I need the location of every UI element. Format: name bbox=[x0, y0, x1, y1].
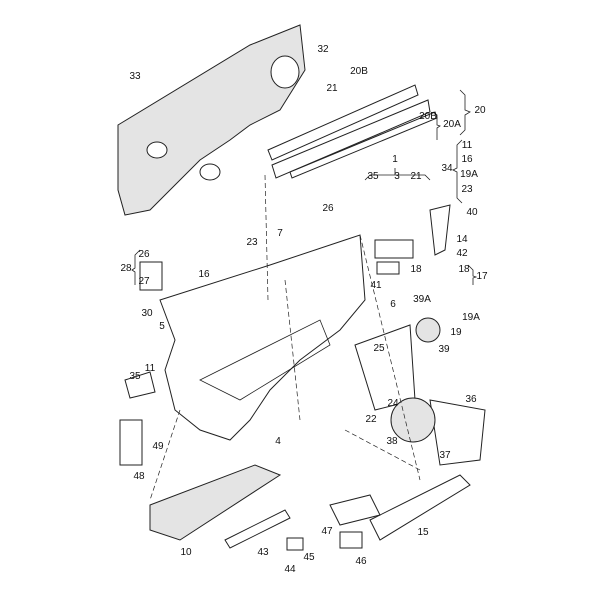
callout-label[interactable]: 3 bbox=[394, 171, 400, 182]
callout-label[interactable]: 35 bbox=[129, 371, 141, 382]
trim-43 bbox=[224, 509, 291, 549]
callout-label[interactable]: 27 bbox=[138, 276, 150, 287]
group-bracket-20 bbox=[459, 89, 471, 136]
callout-label[interactable]: 19 bbox=[450, 327, 462, 338]
callout-label[interactable]: 36 bbox=[465, 394, 477, 405]
callout-label[interactable]: 40 bbox=[466, 207, 478, 218]
switch-44 bbox=[286, 537, 304, 551]
callout-label[interactable]: 25 bbox=[373, 343, 385, 354]
callout-label[interactable]: 44 bbox=[284, 564, 296, 575]
callout-label[interactable]: 21 bbox=[326, 83, 338, 94]
callout-label[interactable]: 32 bbox=[317, 44, 329, 55]
callout-label[interactable]: 18 bbox=[458, 264, 470, 275]
callout-label[interactable]: 48 bbox=[133, 471, 145, 482]
speaker-grille-36 bbox=[429, 399, 486, 466]
callout-label[interactable]: 49 bbox=[152, 441, 164, 452]
window-trim-strip-20 bbox=[267, 84, 419, 161]
callout-label[interactable]: 14 bbox=[456, 234, 468, 245]
callout-label[interactable]: 20B bbox=[350, 66, 368, 77]
clip-35 bbox=[124, 371, 156, 399]
callout-label[interactable]: 24 bbox=[387, 398, 399, 409]
bracket-27 bbox=[139, 261, 163, 291]
group-bracket-17 bbox=[467, 264, 478, 285]
callout-label[interactable]: 17 bbox=[476, 271, 488, 282]
switch-unit-3 bbox=[374, 239, 414, 259]
callout-label[interactable]: 28 bbox=[120, 263, 132, 274]
group-bracket-1 bbox=[364, 168, 431, 181]
panel-hole bbox=[199, 163, 221, 181]
callout-label[interactable]: 7 bbox=[277, 228, 283, 239]
callout-label[interactable]: 46 bbox=[355, 556, 367, 567]
callout-label[interactable]: 1 bbox=[392, 154, 398, 165]
callout-label[interactable]: 16 bbox=[198, 269, 210, 280]
callout-label[interactable]: 19A bbox=[460, 169, 478, 180]
callout-label[interactable]: 6 bbox=[390, 299, 396, 310]
callout-label[interactable]: 26 bbox=[138, 249, 150, 260]
door-handle-48 bbox=[119, 419, 143, 466]
window-trim-strip-20a bbox=[271, 99, 431, 179]
trim-panel-recess bbox=[199, 319, 331, 401]
callout-label[interactable]: 20A bbox=[443, 119, 461, 130]
callout-label[interactable]: 26 bbox=[322, 203, 334, 214]
callout-label[interactable]: 10 bbox=[180, 547, 192, 558]
callout-label[interactable]: 18 bbox=[410, 264, 422, 275]
panel-hole bbox=[146, 141, 168, 159]
callout-label[interactable]: 11 bbox=[144, 363, 156, 374]
callout-label[interactable]: 23 bbox=[461, 184, 473, 195]
panel-hole bbox=[270, 55, 300, 89]
callout-label[interactable]: 38 bbox=[386, 436, 398, 447]
callout-label[interactable]: 47 bbox=[321, 526, 333, 537]
callout-label[interactable]: 15 bbox=[417, 527, 429, 538]
callout-label[interactable]: 34 bbox=[441, 163, 453, 174]
group-bracket-28 bbox=[131, 249, 141, 285]
callout-label[interactable]: 35 bbox=[367, 171, 379, 182]
switch-46 bbox=[339, 531, 363, 549]
group-bracket-20a bbox=[432, 111, 441, 140]
callout-label[interactable]: 19A bbox=[462, 312, 480, 323]
mirror-bracket-40 bbox=[429, 204, 451, 256]
callout-label[interactable]: 45 bbox=[303, 552, 315, 563]
callout-label[interactable]: 21 bbox=[410, 171, 422, 182]
speaker-37 bbox=[390, 397, 436, 443]
callout-label[interactable]: 30 bbox=[141, 308, 153, 319]
callout-label[interactable]: 37 bbox=[439, 450, 451, 461]
callout-label[interactable]: 43 bbox=[257, 547, 269, 558]
callout-label[interactable]: 5 bbox=[159, 321, 165, 332]
callout-label[interactable]: 23 bbox=[246, 237, 258, 248]
switch-41 bbox=[376, 261, 400, 275]
door-trim-panel bbox=[159, 234, 366, 441]
callout-label[interactable]: 39A bbox=[413, 294, 431, 305]
window-seal bbox=[289, 111, 438, 179]
armrest-10 bbox=[149, 464, 282, 541]
switch-housing-47 bbox=[329, 494, 381, 526]
group-bracket-34 bbox=[452, 139, 463, 204]
callout-label[interactable]: 33 bbox=[129, 71, 141, 82]
callout-label[interactable]: 11 bbox=[461, 140, 473, 151]
armrest-15 bbox=[369, 474, 471, 541]
callout-label[interactable]: 16 bbox=[461, 154, 473, 165]
tweeter-39 bbox=[415, 317, 441, 343]
callout-label[interactable]: 41 bbox=[370, 280, 382, 291]
callout-label[interactable]: 22 bbox=[365, 414, 377, 425]
callout-label[interactable]: 20B bbox=[419, 111, 437, 122]
door-insulation-panel bbox=[117, 24, 306, 216]
callout-label[interactable]: 42 bbox=[456, 248, 468, 259]
callout-label[interactable]: 4 bbox=[275, 436, 281, 447]
callout-label[interactable]: 39 bbox=[438, 344, 450, 355]
callout-label[interactable]: 20 bbox=[474, 105, 486, 116]
